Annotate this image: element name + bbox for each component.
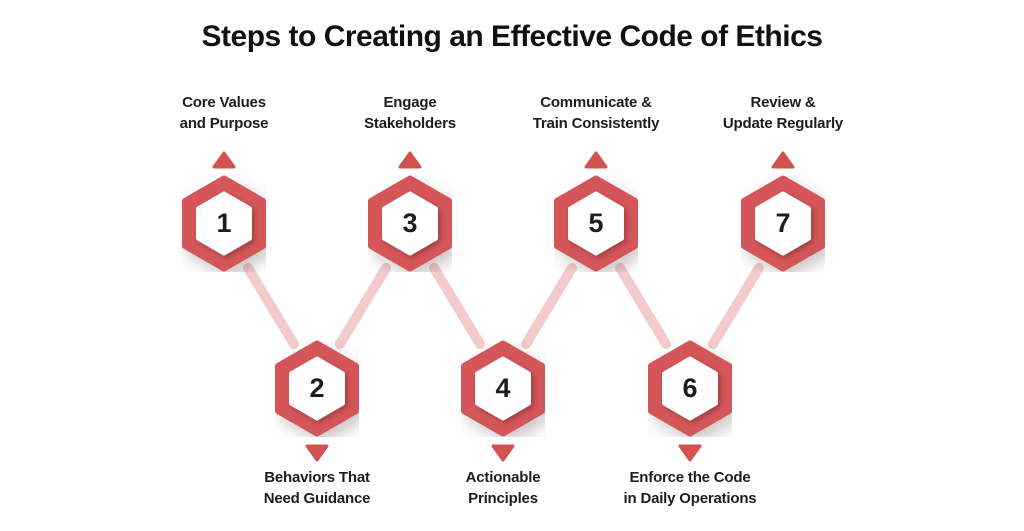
step-hexagon [275,340,359,437]
page-title: Steps to Creating an Effective Code of E… [201,20,823,53]
arrow-down-icon [304,443,330,463]
step-number: 7 [775,208,791,238]
step-hexagon [554,175,638,272]
arrow-up-icon [583,150,609,170]
step-label-line: Actionable [465,469,541,486]
step-hexagon [741,175,825,272]
step-label-line: and Purpose [179,115,269,132]
connector-line-3-4 [429,263,485,349]
step-label: Actionable Principles [403,467,603,509]
step-label-line: Need Guidance [263,490,371,507]
step-label-line: Principles [468,490,538,507]
step-number: 5 [588,208,604,238]
step-label-line: Review & [750,94,816,111]
arrow-up-icon [770,150,796,170]
step-number: 6 [682,373,698,403]
arrow-down-icon [490,443,516,463]
step-label-line: Communicate & [540,94,652,111]
connector-line-6-7 [708,263,764,349]
step-label-line: Behaviors That [264,469,370,486]
step-label-line: Engage [383,94,437,111]
step-label: Communicate & Train Consistently [496,92,696,134]
step-hexagon [182,175,266,272]
step-label-line: Stakeholders [364,115,456,132]
arrow-up-icon [211,150,237,170]
step-label-line: Core Values [182,94,266,111]
step-hexagon [368,175,452,272]
connector-line-5-6 [615,263,671,349]
connector-line-1-2 [243,263,299,349]
arrow-up-icon [397,150,423,170]
step-number: 4 [495,373,511,403]
step-label: Behaviors That Need Guidance [217,467,417,509]
step-hexagon [461,340,545,437]
step-label: Engage Stakeholders [310,92,510,134]
step-label: Enforce the Code in Daily Operations [590,467,790,509]
step-hexagon [648,340,732,437]
step-label-line: in Daily Operations [623,490,757,507]
step-label-line: Update Regularly [722,115,844,132]
connector-line-2-3 [335,263,391,349]
step-label-line: Train Consistently [532,115,660,132]
step-label: Review & Update Regularly [683,92,883,134]
step-number: 3 [402,208,418,238]
step-label: Core Values and Purpose [124,92,324,134]
step-number: 1 [216,208,232,238]
arrow-down-icon [677,443,703,463]
step-number: 2 [309,373,325,403]
step-label-line: Enforce the Code [629,469,751,486]
connector-line-4-5 [521,263,577,349]
